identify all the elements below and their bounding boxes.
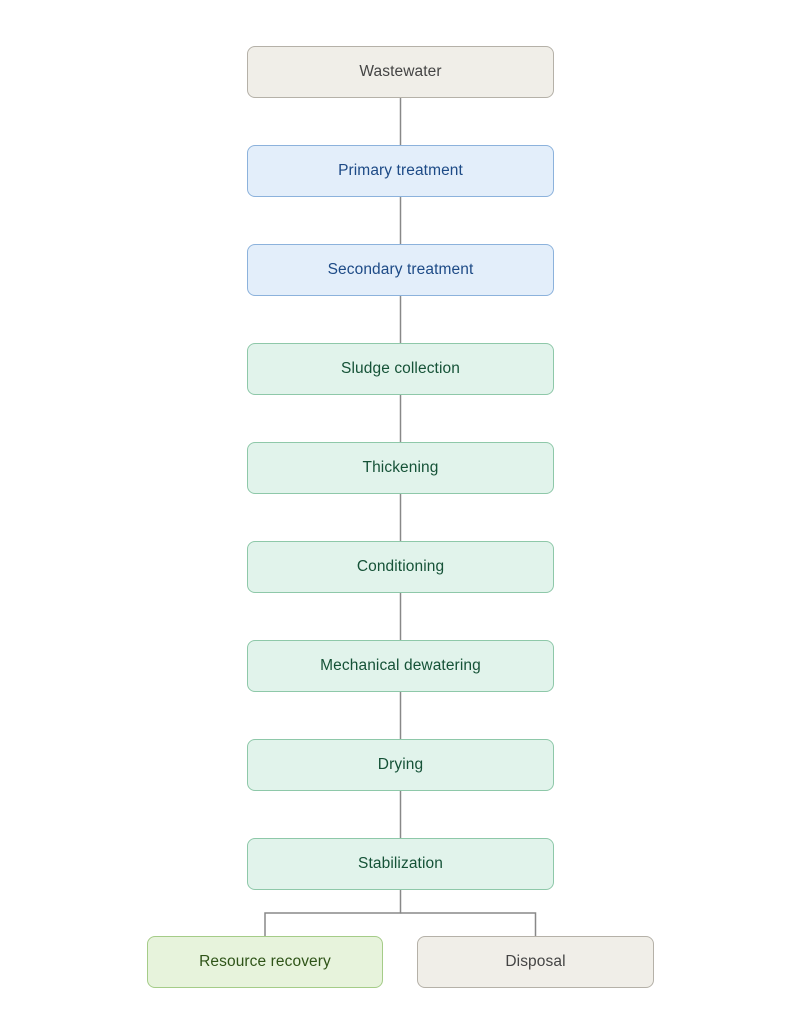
node-label: Sludge collection	[341, 360, 460, 377]
node-label: Wastewater	[359, 63, 442, 80]
node-resource-recovery: Resource recovery	[147, 936, 383, 988]
node-label: Conditioning	[356, 558, 445, 575]
node-mechanical-dewatering: Mechanical dewatering	[247, 640, 554, 692]
node-label: Mechanical dewatering	[320, 657, 481, 674]
node-drying: Drying	[247, 739, 554, 791]
node-label: Drying	[377, 756, 424, 773]
node-sludge-collection: Sludge collection	[247, 343, 554, 395]
node-primary-treatment: Primary treatment	[247, 145, 554, 197]
node-label: Disposal	[505, 953, 566, 970]
edge-stabilization-resource	[264, 890, 402, 936]
node-stabilization: Stabilization	[247, 838, 554, 890]
node-secondary-treatment: Secondary treatment	[247, 244, 554, 296]
node-label: Primary treatment	[338, 162, 463, 179]
node-label: Thickening	[362, 459, 439, 476]
node-wastewater: Wastewater	[247, 46, 554, 98]
node-disposal: Disposal	[417, 936, 654, 988]
edge-stabilization-disposal	[400, 912, 537, 936]
node-thickening: Thickening	[247, 442, 554, 494]
node-label: Stabilization	[358, 855, 443, 872]
node-conditioning: Conditioning	[247, 541, 554, 593]
node-label: Secondary treatment	[327, 261, 474, 278]
node-label: Resource recovery	[199, 953, 331, 970]
